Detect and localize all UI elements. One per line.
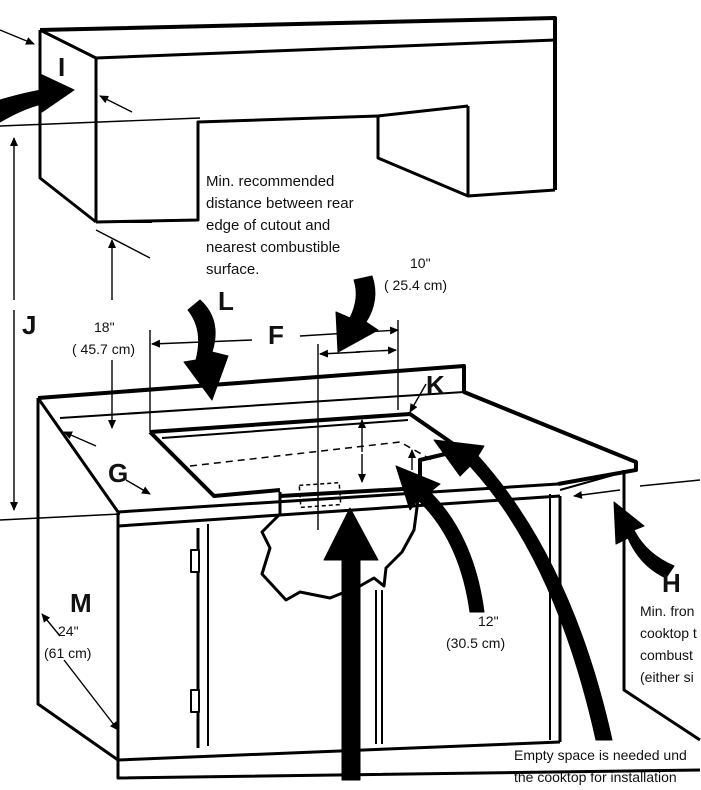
below-space-note: Empty space is needed und the cooktop fo… [514, 747, 687, 785]
dimension-values: 10" ( 25.4 cm) 18" ( 45.7 cm) 12" (30.5 … [44, 255, 505, 661]
dimension-letters: I J L F K G H M [22, 52, 681, 618]
side-distance-note: Min. fron cooktop t combust (either si [640, 603, 697, 685]
dimension-I-line [99, 95, 133, 113]
letter-H: H [662, 568, 681, 598]
side-note-line-4: (either si [640, 669, 694, 685]
arrow-curve-large [433, 439, 613, 741]
rear-note-line-3: edge of cutout and [206, 217, 330, 234]
dim-12in-cm-label: (30.5 cm) [446, 635, 505, 651]
dimension-K-line [409, 383, 427, 413]
rear-distance-note: Min. recommended distance between rear e… [206, 173, 354, 278]
arrow-12in [395, 465, 485, 613]
letter-L: L [218, 286, 234, 316]
countertop-cutout [148, 412, 464, 602]
below-note-line-2: the cooktop for installation [514, 769, 677, 785]
below-note-line-1: Empty space is needed und [514, 747, 687, 763]
side-note-line-1: Min. fron [640, 603, 694, 619]
letter-J: J [22, 310, 36, 340]
arrow-up-large [323, 507, 379, 781]
letter-M: M [70, 588, 92, 618]
dim-12in-label: 12" [478, 613, 499, 629]
dimension-H-line [573, 489, 621, 499]
dim-10in-label: 10" [410, 255, 431, 271]
rear-note-line-2: distance between rear [206, 195, 354, 212]
dim-24in-cm-label: (61 cm) [44, 645, 91, 661]
dimension-M-line [41, 613, 61, 637]
dimension-10in-line [319, 349, 361, 358]
arrow-I [0, 73, 75, 123]
rear-note-line-4: nearest combustible [206, 239, 340, 256]
dim-24in-label: 24" [58, 623, 79, 639]
rear-note-line-1: Min. recommended [206, 173, 334, 190]
upper-cabinet [38, 16, 557, 224]
dim-10in-cm-label: ( 25.4 cm) [384, 277, 447, 293]
side-note-line-3: combust [640, 647, 693, 663]
letter-F: F [268, 320, 284, 350]
rear-note-line-5: surface. [206, 261, 259, 278]
arrow-10in [335, 275, 379, 353]
dim-18in-cm-label: ( 45.7 cm) [72, 341, 135, 357]
letter-G: G [108, 458, 128, 488]
arrow-L [183, 299, 229, 401]
letter-I: I [58, 52, 65, 82]
arrow-H [613, 501, 675, 579]
letter-K: K [426, 370, 445, 400]
base-cabinet [36, 364, 701, 780]
dimension-G-line [63, 431, 97, 447]
pointer-arrows [0, 73, 675, 781]
dimension-lines [0, 29, 701, 731]
side-note-line-2: cooktop t [640, 625, 697, 641]
dim-18in-label: 18" [94, 319, 115, 335]
